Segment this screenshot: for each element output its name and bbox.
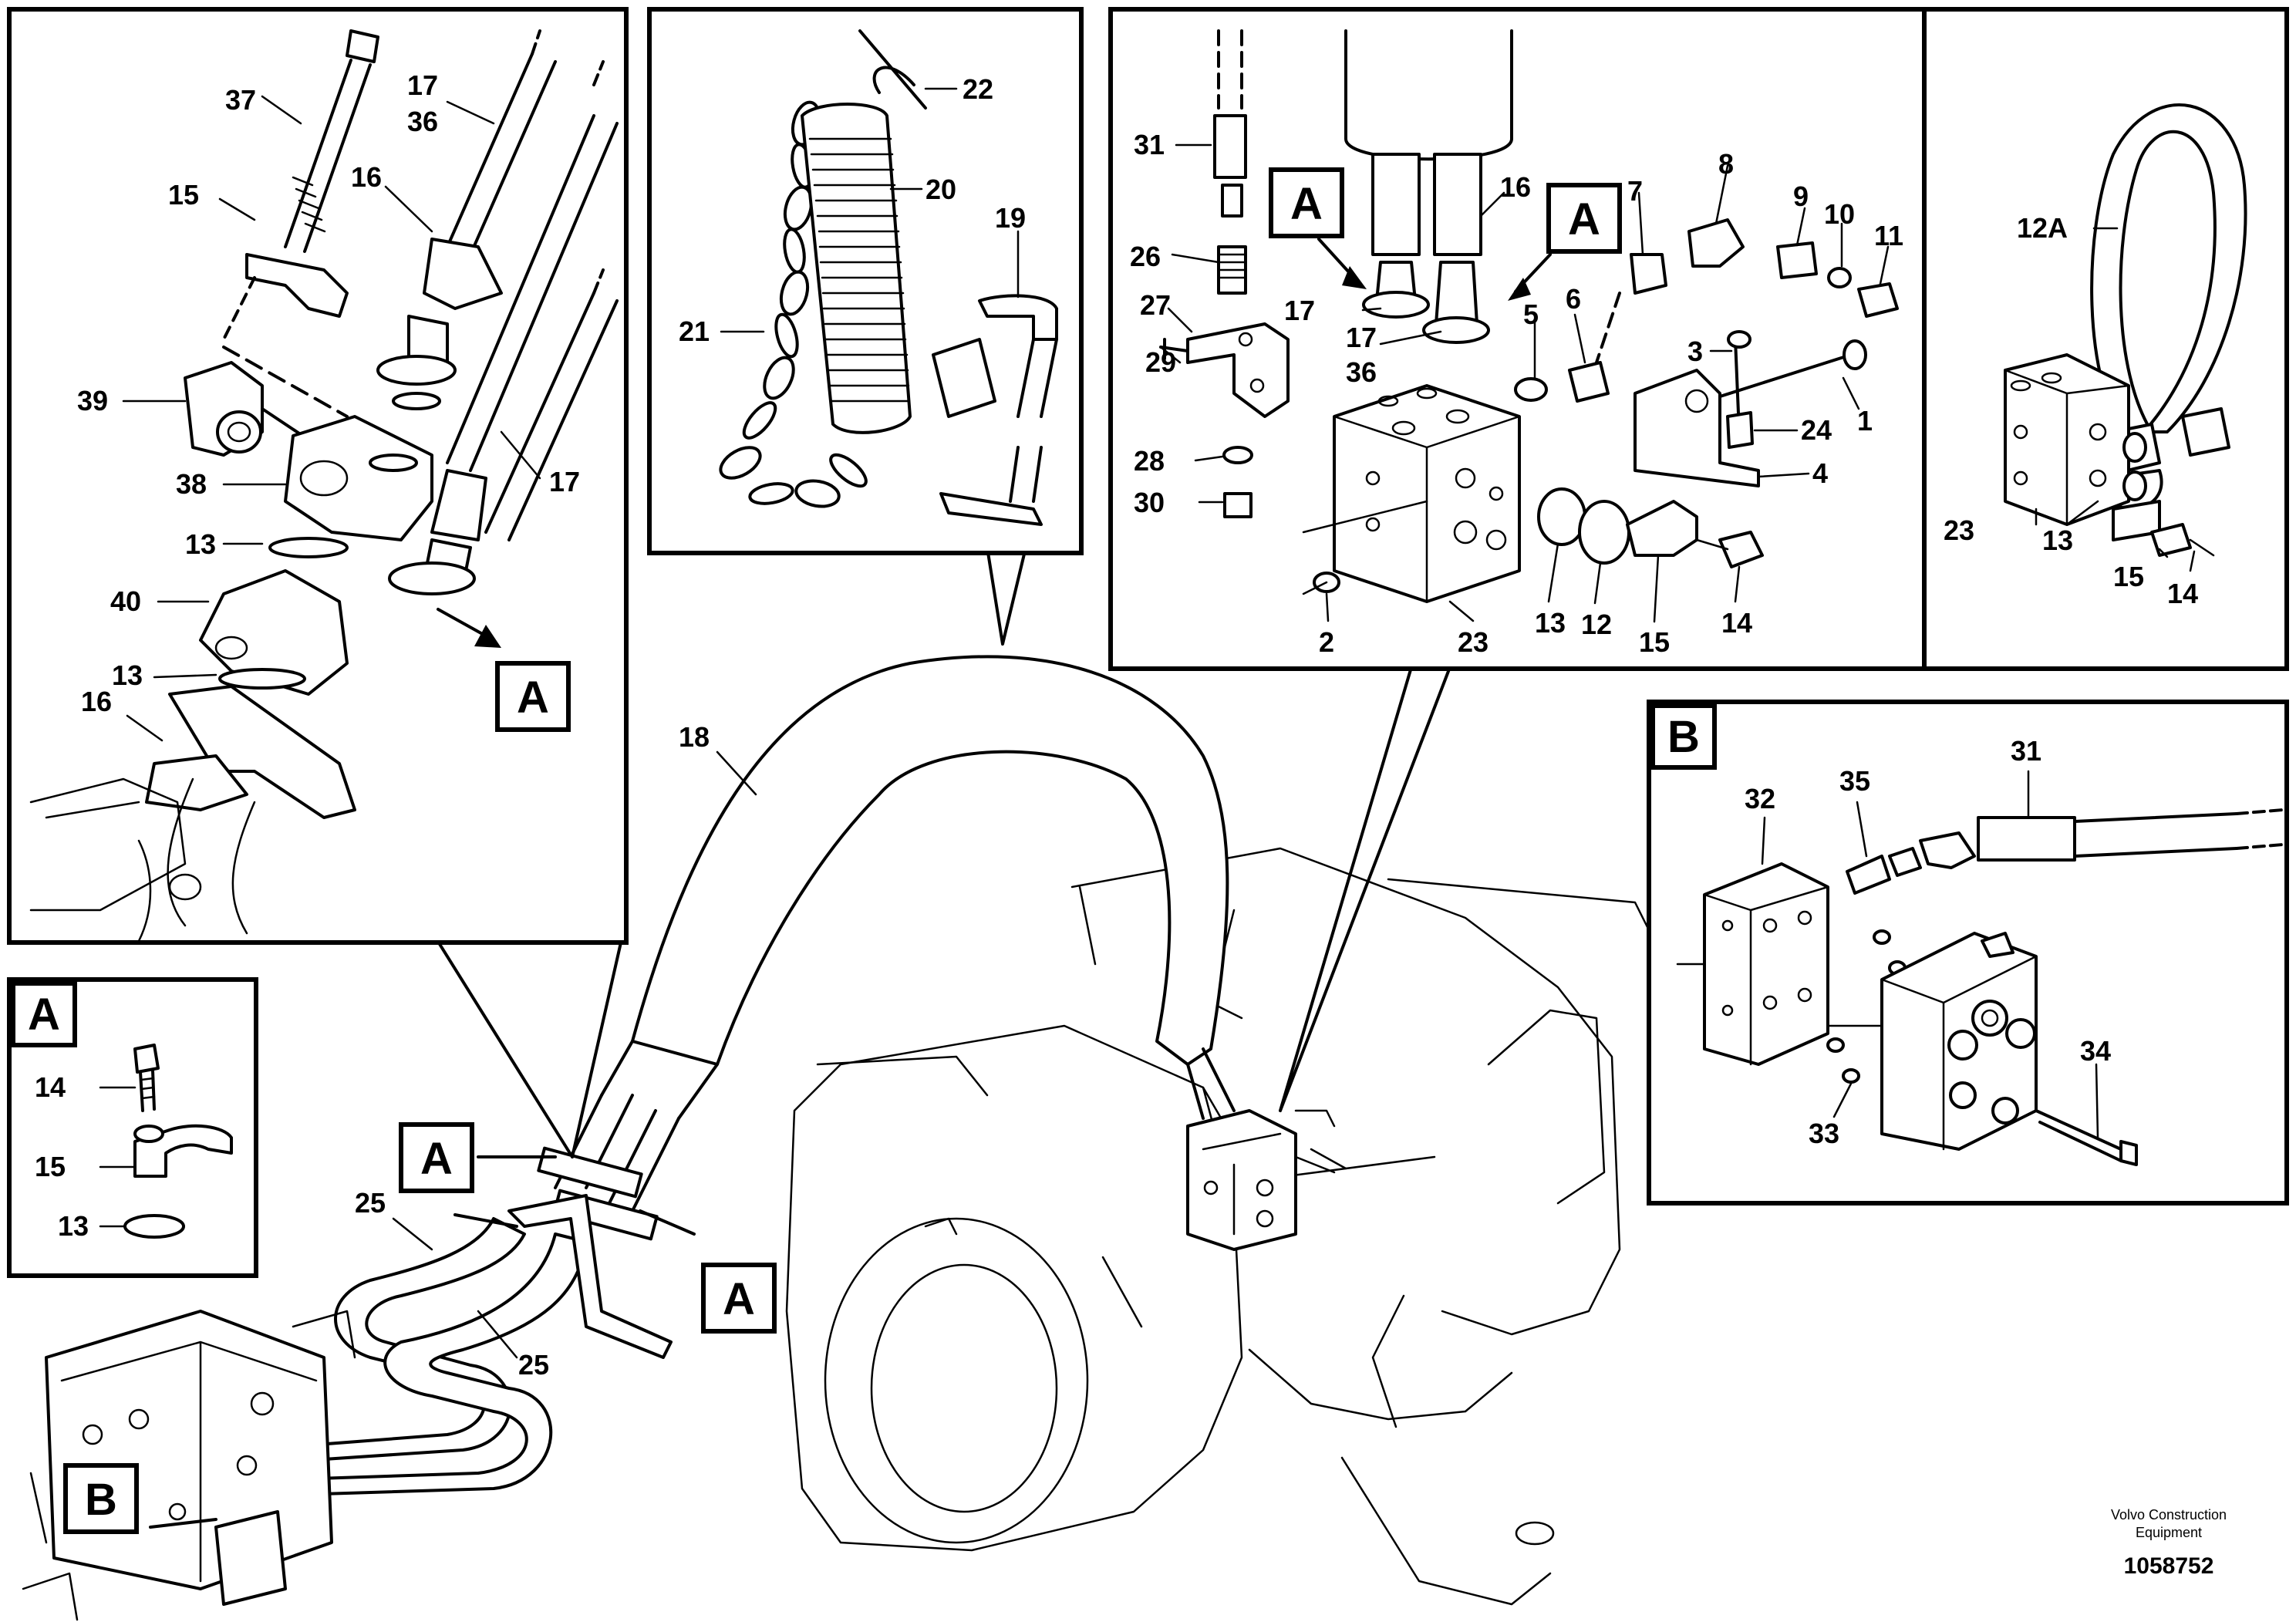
label-15: 15 (168, 179, 199, 211)
panel-valve-block: 31 26 27 29 28 30 16 17 17 36 7 8 9 10 1… (1108, 7, 1927, 671)
label-16: 16 (1500, 171, 1531, 203)
label-17: 17 (549, 466, 580, 497)
panel-hose-12a: 12A 23 13 15 14 (1922, 7, 2289, 671)
label-20: 20 (925, 174, 956, 205)
svg-text:A: A (1568, 194, 1600, 244)
label-14: 14 (1721, 607, 1752, 639)
label-25: 25 (518, 1349, 549, 1381)
label-17: 17 (1346, 322, 1377, 353)
label-33: 33 (1809, 1118, 1839, 1149)
label-17: 17 (1284, 295, 1315, 326)
label-7: 7 (1627, 175, 1643, 207)
label-23: 23 (1458, 626, 1489, 658)
tag-box-a: A (399, 1122, 474, 1193)
label-30: 30 (1134, 487, 1165, 518)
label-14: 14 (35, 1071, 66, 1103)
label-34: 34 (2080, 1035, 2111, 1067)
svg-text:A: A (1290, 179, 1323, 229)
label-4: 4 (1812, 457, 1828, 489)
label-3: 3 (1687, 336, 1703, 367)
label-31: 31 (1134, 129, 1165, 160)
label-12A: 12A (2017, 212, 2068, 244)
label-13: 13 (58, 1210, 89, 1242)
label-27: 27 (1140, 289, 1171, 321)
panel-detail-b: B (1647, 700, 2289, 1206)
label-15: 15 (2113, 561, 2144, 592)
panel-detail-a: 37 17 36 15 16 39 38 13 17 40 13 16 A (7, 7, 629, 945)
svg-text:A: A (723, 1274, 755, 1324)
label-29: 29 (1145, 346, 1176, 378)
label-16: 16 (81, 686, 112, 717)
tag-b: B (1667, 712, 1700, 762)
label-35: 35 (1839, 765, 1870, 797)
label-10: 10 (1824, 198, 1855, 230)
label-9: 9 (1793, 180, 1809, 212)
document-number: 1058752 (2124, 1553, 2214, 1579)
label-38: 38 (176, 468, 207, 500)
label-15: 15 (35, 1151, 66, 1182)
brand-line-1: Volvo Construction (2111, 1507, 2227, 1523)
label-13: 13 (1535, 607, 1566, 639)
label-23: 23 (1944, 514, 1974, 546)
label-22: 22 (963, 73, 993, 105)
label-15: 15 (1639, 626, 1670, 658)
svg-text:B: B (85, 1475, 117, 1525)
panel-chain-spring: 22 20 19 21 (647, 7, 1084, 555)
tag-a: A (28, 990, 60, 1040)
label-18: 18 (679, 721, 710, 753)
label-26: 26 (1130, 241, 1161, 272)
tag-box-a: A (701, 1263, 777, 1334)
brand-line-2: Equipment (2136, 1525, 2202, 1540)
label-37: 37 (225, 84, 256, 116)
label-31: 31 (2011, 735, 2041, 767)
label-14: 14 (2167, 578, 2198, 609)
label-13: 13 (112, 659, 143, 691)
label-12: 12 (1581, 609, 1612, 640)
label-13: 13 (185, 528, 216, 560)
label-8: 8 (1718, 148, 1734, 180)
label-6: 6 (1566, 283, 1581, 315)
label-19: 19 (995, 202, 1026, 234)
tag-box-b: B (63, 1463, 139, 1534)
label-21: 21 (679, 315, 710, 347)
svg-text:A: A (517, 673, 549, 723)
label-28: 28 (1134, 445, 1165, 477)
label-36: 36 (1346, 356, 1377, 388)
tag-box-a: A (1546, 183, 1622, 254)
label-32: 32 (1745, 783, 1775, 814)
label-25: 25 (355, 1187, 386, 1219)
label-36: 36 (407, 106, 438, 137)
label-39: 39 (77, 385, 108, 416)
label-17: 17 (407, 69, 438, 101)
label-40: 40 (110, 585, 141, 617)
label-2: 2 (1319, 626, 1334, 658)
label-13: 13 (2042, 524, 2073, 556)
label-11: 11 (1874, 220, 1903, 251)
label-5: 5 (1523, 298, 1539, 330)
label-24: 24 (1801, 414, 1832, 446)
label-1: 1 (1857, 405, 1873, 437)
tag-box-a: A (495, 661, 571, 732)
label-16: 16 (351, 161, 382, 193)
svg-text:A: A (420, 1134, 453, 1184)
panel-small-a: A 14 15 13 (7, 977, 258, 1278)
tag-box-a: A (1269, 167, 1344, 238)
